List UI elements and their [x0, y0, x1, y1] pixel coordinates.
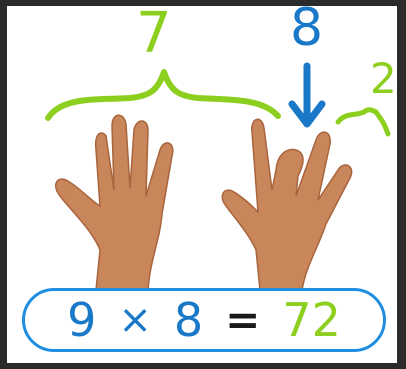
right-hand-image [221, 118, 353, 291]
product: 72 [282, 293, 341, 347]
label-two: 2 [370, 54, 397, 103]
label-eight: 8 [290, 0, 324, 58]
down-arrow-icon [288, 62, 326, 128]
curly-brace-icon [45, 69, 281, 121]
equals-sign: = [225, 295, 261, 344]
factor-b: 8 [173, 293, 204, 347]
equation-box: 9 × 8 = 72 [22, 288, 386, 352]
small-brace-icon [335, 107, 391, 137]
factor-a: 9 [67, 293, 97, 347]
label-seven: 7 [136, 1, 172, 66]
left-hand-image [55, 114, 174, 291]
times-sign: × [118, 297, 152, 343]
